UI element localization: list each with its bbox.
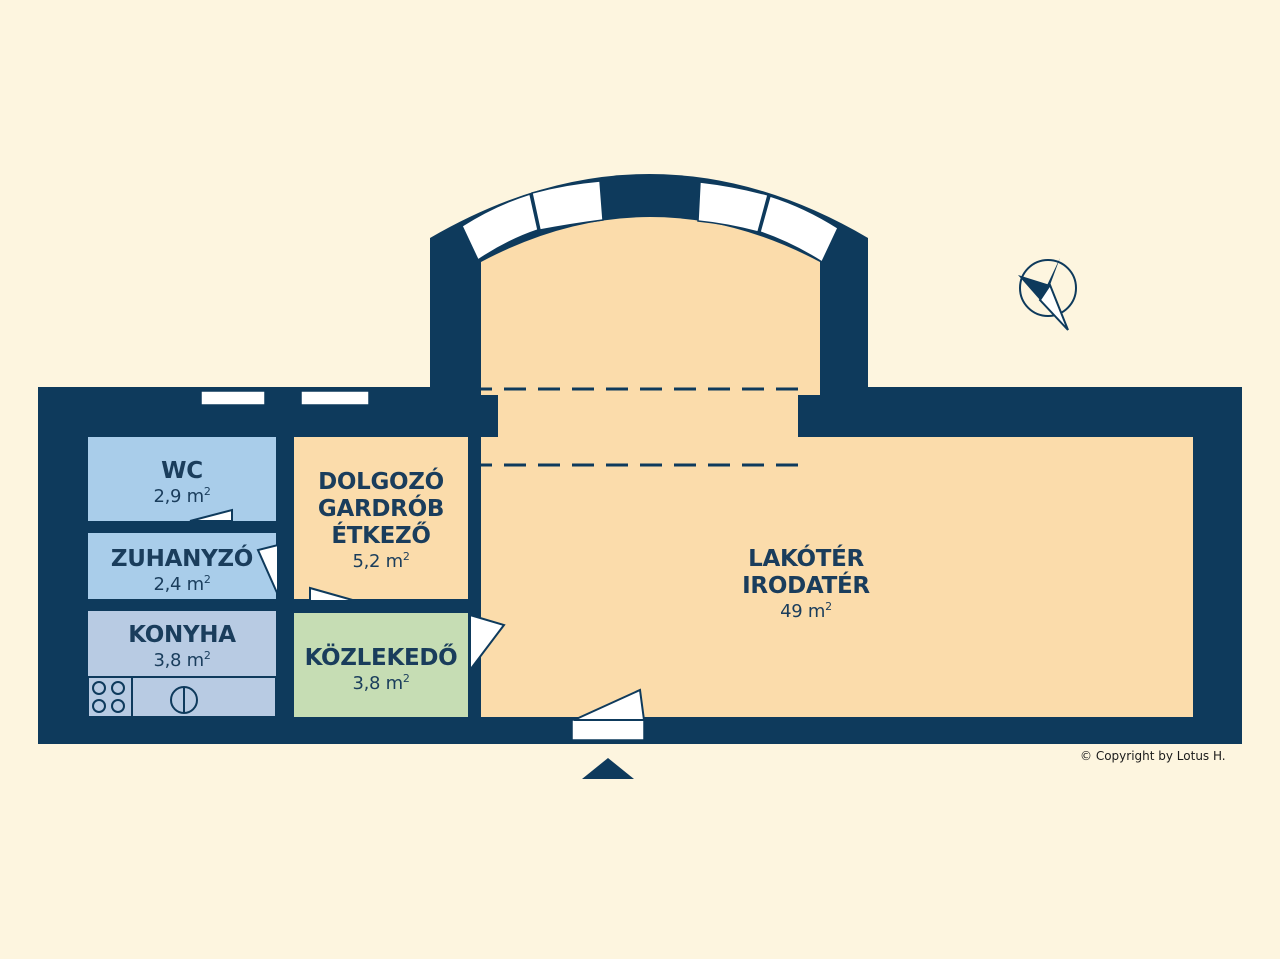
windows — [200, 390, 645, 741]
room-kozlekedo — [294, 613, 468, 717]
bay-windows — [461, 180, 839, 264]
room-lakoter — [481, 437, 1193, 717]
room-name-line-2: GARDRÓB — [317, 496, 445, 522]
room-dolgozo — [294, 437, 468, 599]
sink-icon — [170, 686, 198, 714]
room-name: KONYHA — [128, 622, 236, 648]
room-area: 3,8 m2 — [153, 649, 211, 671]
copyright-notice: © Copyright by Lotus H. — [1080, 749, 1226, 763]
room-area: 49 m2 — [780, 600, 832, 622]
room-name-line-2: IRODATÉR — [742, 573, 870, 599]
kitchen-counter — [87, 676, 277, 718]
room-wc — [88, 437, 276, 521]
room-area: 5,2 m2 — [352, 550, 410, 572]
room-label-wc: WC 2,9 m2 — [98, 458, 266, 509]
room-name-line-1: DOLGOZÓ — [318, 469, 444, 495]
room-lakoter-notch-left — [481, 467, 501, 468]
room-label-konyha: KONYHA 3,8 m2 — [98, 622, 266, 673]
room-area: 2,9 m2 — [153, 485, 211, 507]
room-label-kozlekedo: KÖZLEKEDŐ 3,8 m2 — [294, 645, 468, 696]
room-label-zuhanyzo: ZUHANYZÓ 2,4 m2 — [98, 546, 266, 597]
room-label-dolgozo: DOLGOZÓ GARDRÓB ÉTKEZŐ 5,2 m2 — [294, 469, 468, 574]
room-label-lakoter: LAKÓTÉR IRODATÉR 49 m2 — [706, 546, 906, 624]
dashed-beam-lines — [470, 387, 798, 467]
room-name-line-1: LAKÓTÉR — [748, 546, 864, 572]
room-lakoter-bay — [481, 217, 820, 395]
room-name: KÖZLEKEDŐ — [304, 645, 458, 671]
doors — [189, 508, 646, 721]
room-name: WC — [161, 458, 203, 484]
room-name: ZUHANYZÓ — [110, 546, 254, 572]
room-area: 2,4 m2 — [153, 573, 211, 595]
stove-icon — [92, 681, 125, 713]
entrance-arrow-icon — [582, 758, 634, 779]
compass-icon — [1018, 258, 1077, 331]
room-zuhanyzo — [88, 533, 276, 599]
room-area: 3,8 m2 — [352, 672, 410, 694]
room-name-line-3: ÉTKEZŐ — [331, 523, 431, 549]
